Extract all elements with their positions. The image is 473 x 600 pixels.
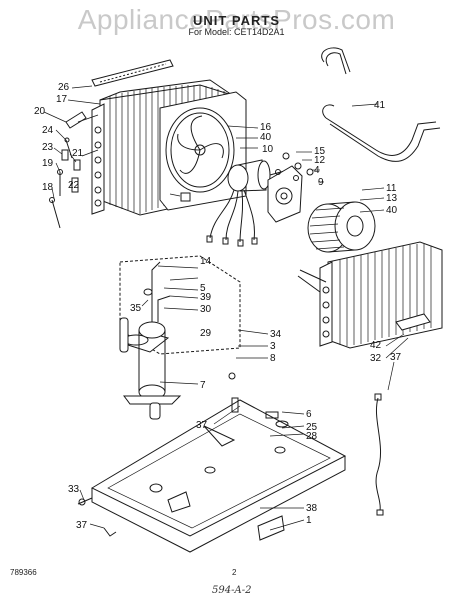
footer-handwritten-note: 594-A-2	[212, 585, 252, 596]
callout-label: 32	[370, 353, 382, 364]
callout-label: 26	[58, 82, 70, 93]
callout-label: 18	[42, 182, 54, 193]
top-bracket	[91, 59, 174, 87]
drain-tube	[321, 47, 441, 162]
callout-label: 20	[34, 106, 46, 117]
callout-label: 38	[306, 503, 318, 514]
callout-label: 10	[262, 144, 274, 155]
callout-label: 19	[42, 158, 54, 169]
callout-label: 11	[386, 183, 397, 194]
callout-label: 4	[314, 165, 320, 176]
callout-label: 1	[306, 515, 312, 526]
seal-strip	[395, 313, 431, 331]
callout-label: 37	[390, 352, 402, 363]
callout-label: 16	[260, 122, 272, 133]
callout-label: 40	[260, 132, 272, 143]
fan-shroud	[159, 91, 247, 211]
base-pan	[90, 399, 347, 553]
callout-label: 21	[72, 148, 84, 159]
callout-label: 6	[306, 409, 312, 420]
callout-label: 39	[200, 292, 212, 303]
callout-label: 42	[370, 340, 382, 351]
model-subtitle: For Model: CET14D2A1	[188, 27, 285, 37]
left-hardware	[49, 111, 87, 229]
callout-label: 5	[200, 283, 206, 294]
footer-code: 789366	[10, 568, 37, 577]
callout-label: 12	[314, 155, 326, 166]
clip-part	[180, 192, 191, 202]
small-hardware	[77, 372, 289, 537]
callout-label: 23	[42, 142, 54, 153]
callout-label: 22	[68, 180, 80, 191]
ground-wire	[374, 393, 384, 516]
callout-label: 3	[270, 341, 276, 352]
callout-labels: 2617202423211922181640104115124911134014…	[0, 0, 402, 531]
callout-label: 25	[306, 422, 318, 433]
callout-label: 14	[200, 256, 212, 267]
callout-label: 33	[68, 484, 80, 495]
callout-label: 29	[200, 328, 212, 339]
callout-label: 34	[270, 329, 282, 340]
callout-label: 24	[42, 125, 54, 136]
compressor-assembly	[119, 255, 241, 405]
callout-label: 8	[270, 353, 276, 364]
diagram-title: UNIT PARTS	[192, 13, 281, 28]
callout-label: 13	[386, 193, 398, 204]
callout-label: 7	[200, 380, 206, 391]
callout-label: 37	[76, 520, 88, 531]
top-hardware	[282, 152, 314, 176]
callout-label: 28	[306, 431, 318, 442]
leader-lines	[43, 85, 409, 531]
callout-label: 35	[130, 303, 142, 314]
callout-label: 37	[196, 420, 208, 431]
callout-label: 2	[0, 0, 6, 3]
blower-wheel	[307, 201, 376, 253]
callout-label: 40	[386, 205, 398, 216]
watermark: AppliancePartsPros.com	[77, 4, 396, 35]
fan-motor	[206, 159, 289, 247]
callout-label: 17	[56, 94, 68, 105]
callout-label: 9	[318, 177, 324, 188]
motor-mount	[267, 165, 303, 223]
callout-label: 15	[314, 146, 326, 157]
footer-page: 2	[232, 568, 237, 577]
callout-label: 30	[200, 304, 212, 315]
callout-label: 41	[374, 100, 386, 111]
evaporator-coil	[297, 241, 443, 349]
